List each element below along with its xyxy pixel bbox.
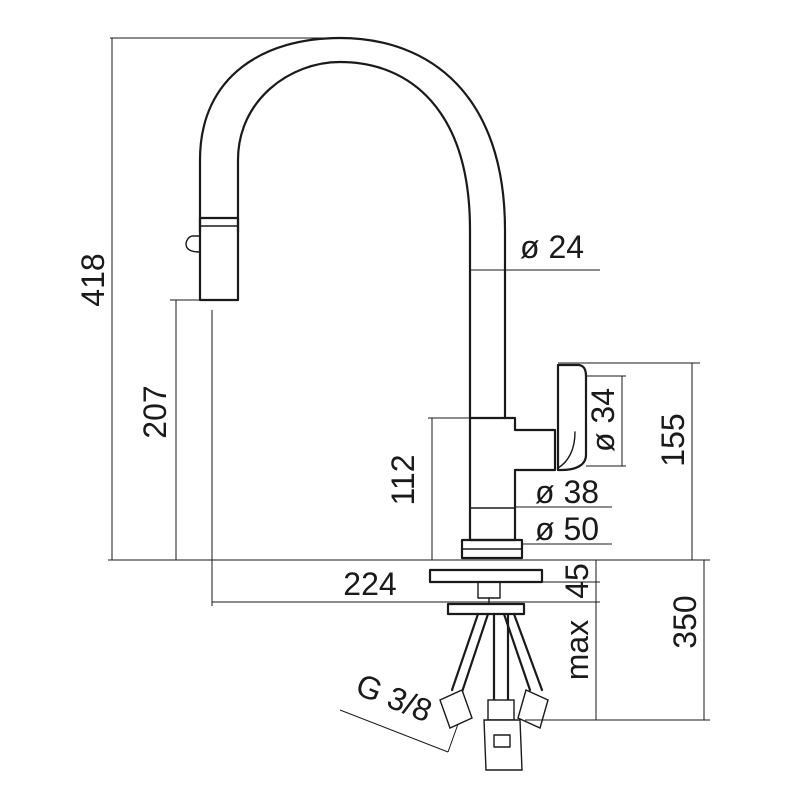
label-spout-diameter: ø 24 (520, 229, 584, 265)
label-lever-height: 155 (655, 413, 691, 466)
label-body-height: 112 (385, 454, 421, 505)
fitting-right (517, 689, 549, 729)
spray-head (198, 216, 240, 302)
label-lever-diameter: ø 34 (585, 388, 621, 452)
label-outlet-height: 207 (137, 385, 173, 438)
label-hose-length: 350 (667, 595, 703, 648)
label-base-diameter: ø 50 (535, 511, 599, 547)
label-body-diameter: ø 38 (535, 474, 599, 510)
lever-neck (557, 429, 576, 471)
fixing-plate (446, 602, 526, 616)
label-overall-height: 418 (75, 253, 111, 306)
label-max: max (559, 620, 595, 680)
spout-inner (236, 60, 472, 420)
weight-slot (493, 734, 511, 748)
fitting-left (439, 689, 473, 729)
label-spout-reach: 224 (343, 566, 396, 602)
spray-button (185, 235, 201, 253)
label-deck-thickness: 45 (559, 563, 595, 599)
dimension-labels: 418 207 112 155 224 45 max 350 ø 24 ø 34… (75, 229, 703, 729)
dimension-lines (108, 37, 710, 753)
hose-left-b (460, 612, 490, 694)
hose-center (492, 612, 510, 702)
faucet-outline (185, 36, 588, 560)
weight-clamp (487, 699, 515, 721)
lever-handle (556, 363, 588, 472)
hose-weight (483, 719, 523, 771)
deck-washer (428, 568, 544, 584)
fixing-nut (477, 581, 501, 599)
hose-left (450, 612, 480, 692)
hose-right-b (512, 612, 544, 692)
spout-outer (198, 36, 507, 420)
mounting-assembly (428, 568, 549, 771)
